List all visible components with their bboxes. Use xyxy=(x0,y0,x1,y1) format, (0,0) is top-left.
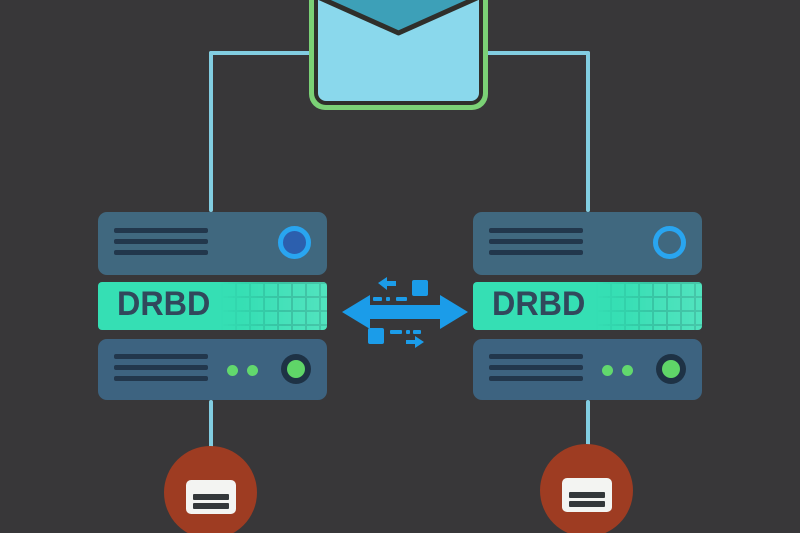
block-grid-pattern xyxy=(596,282,702,330)
vent-lines-icon xyxy=(489,228,583,261)
connector-right-storage-vertical xyxy=(586,400,590,448)
server-unit-bottom-right xyxy=(473,339,702,400)
vent-lines-icon xyxy=(114,354,208,387)
connector-envelope-left-horizontal xyxy=(209,51,311,55)
server-node-left: DRBD xyxy=(98,212,327,400)
green-indicator-dot xyxy=(602,365,613,376)
server-unit-top-right xyxy=(473,212,702,275)
drbd-layer-right: DRBD xyxy=(473,282,702,330)
drbd-label: DRBD xyxy=(117,284,211,323)
status-led-icon xyxy=(653,226,686,259)
sync-arrows-icon xyxy=(342,277,468,348)
connector-envelope-right-horizontal xyxy=(486,51,590,55)
power-led-icon xyxy=(656,354,686,384)
drbd-layer-left: DRBD xyxy=(98,282,327,330)
block-grid-pattern xyxy=(221,282,327,330)
vent-lines-icon xyxy=(489,354,583,387)
envelope-flap-icon xyxy=(318,0,479,36)
disk-icon xyxy=(561,477,612,512)
mail-node xyxy=(309,0,488,110)
envelope-icon xyxy=(318,0,479,101)
status-led-icon xyxy=(278,226,311,259)
drbd-label: DRBD xyxy=(492,284,586,323)
connector-left-storage-vertical xyxy=(209,400,213,450)
connector-left-server-vertical xyxy=(209,51,213,212)
green-indicator-dot xyxy=(622,365,633,376)
green-indicator-dot xyxy=(247,365,258,376)
server-unit-bottom-left xyxy=(98,339,327,400)
green-indicator-dot xyxy=(227,365,238,376)
connector-right-server-vertical xyxy=(586,51,590,212)
server-unit-top-left xyxy=(98,212,327,275)
vent-lines-icon xyxy=(114,228,208,261)
server-node-right: DRBD xyxy=(473,212,702,400)
power-led-icon xyxy=(281,354,311,384)
storage-node-left xyxy=(164,446,257,533)
disk-icon xyxy=(185,479,236,514)
storage-node-right xyxy=(540,444,633,533)
